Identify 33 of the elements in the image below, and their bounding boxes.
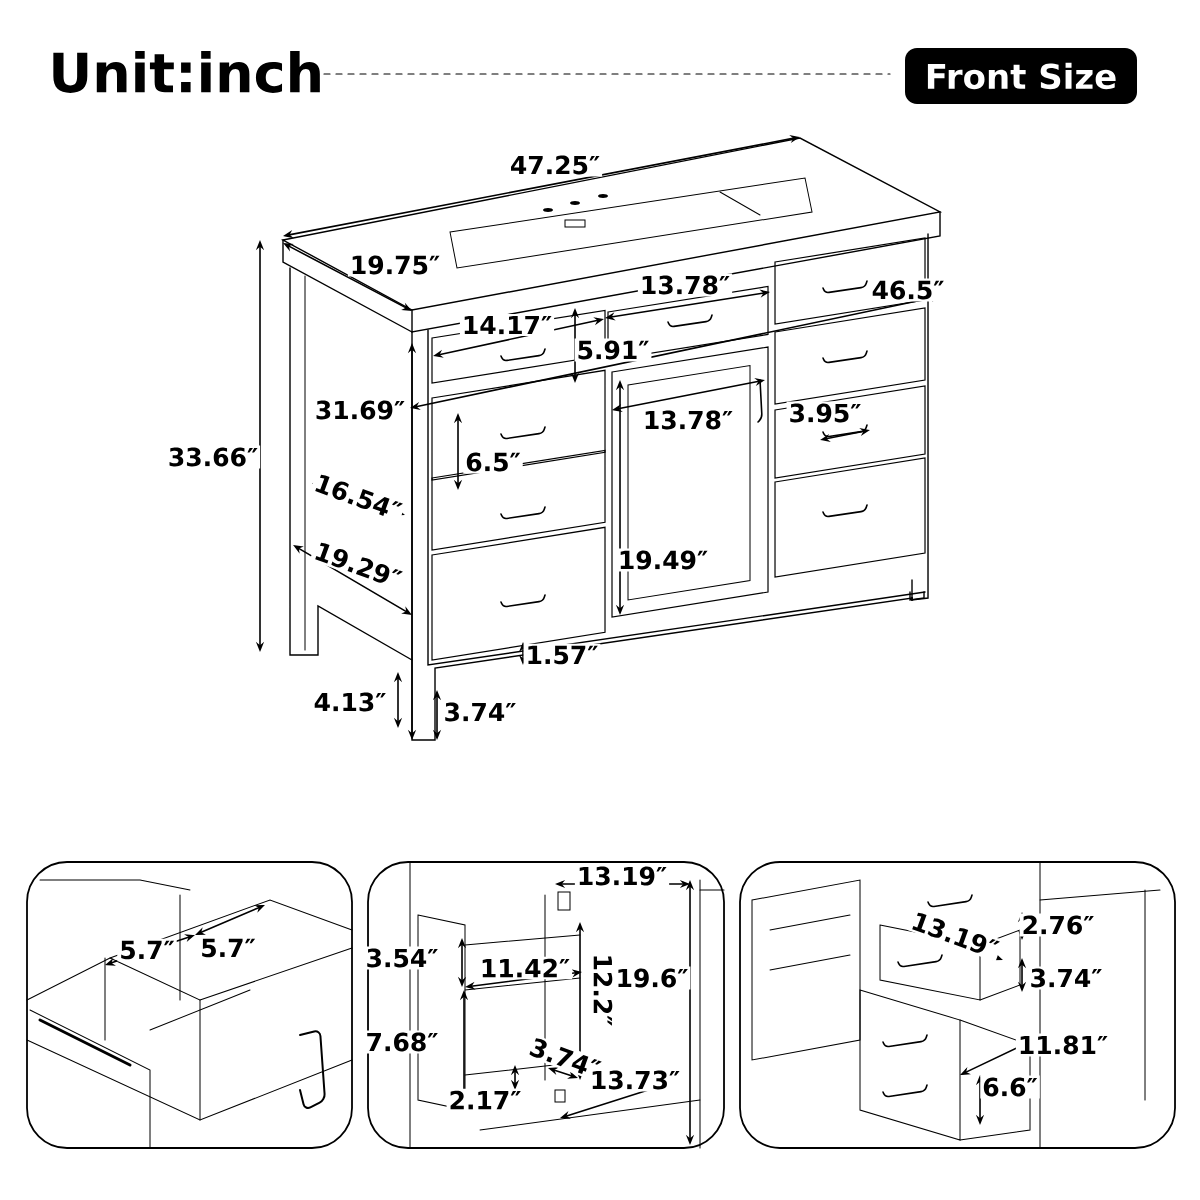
dimension-label: 46.5″ [869, 278, 947, 302]
dimension-label: 3.95″ [786, 401, 864, 425]
dimension-label: 33.66″ [165, 445, 261, 469]
dimension-label: 31.69″ [312, 398, 408, 422]
dimension-label: 13.19″ [574, 864, 670, 888]
dimension-label: 2.76″ [1019, 913, 1097, 937]
dimension-label: 4.13″ [311, 690, 389, 714]
dimension-label: 3.54″ [363, 946, 441, 970]
dimension-label: 13.78″ [640, 408, 736, 432]
dimension-label: 3.74″ [441, 700, 519, 724]
dimension-label: 16.54″ [309, 470, 407, 524]
dimension-label: 1.57″ [523, 643, 601, 667]
dimension-label: 19.49″ [615, 548, 711, 572]
dimension-label: 12.2″ [591, 951, 615, 1029]
dimension-label: 5.91″ [574, 338, 652, 362]
dimension-label: 6.6″ [980, 1075, 1040, 1099]
dimension-label: 13.78″ [637, 273, 733, 297]
size-badge: Front Size [905, 48, 1137, 104]
dimension-label: 47.25″ [507, 153, 603, 177]
dimension-label: 5.7″ [198, 936, 258, 960]
dimension-label: 3.74″ [1027, 966, 1105, 990]
dimension-label: 2.17″ [446, 1088, 524, 1112]
dimension-label: 19.6″ [613, 966, 691, 990]
dimension-label: 7.68″ [363, 1030, 441, 1054]
dimension-label: 5.7″ [117, 938, 177, 962]
dimension-label: 11.81″ [1015, 1033, 1111, 1057]
dimension-label: 13.19″ [906, 908, 1004, 962]
dimension-label: 6.5″ [463, 450, 523, 474]
dimension-label: 11.42″ [477, 956, 573, 980]
dimension-label: 19.29″ [309, 538, 407, 592]
dimension-label: 19.75″ [347, 253, 443, 277]
title: Unit:inch [53, 51, 320, 93]
dimension-label: 14.17″ [459, 313, 555, 337]
